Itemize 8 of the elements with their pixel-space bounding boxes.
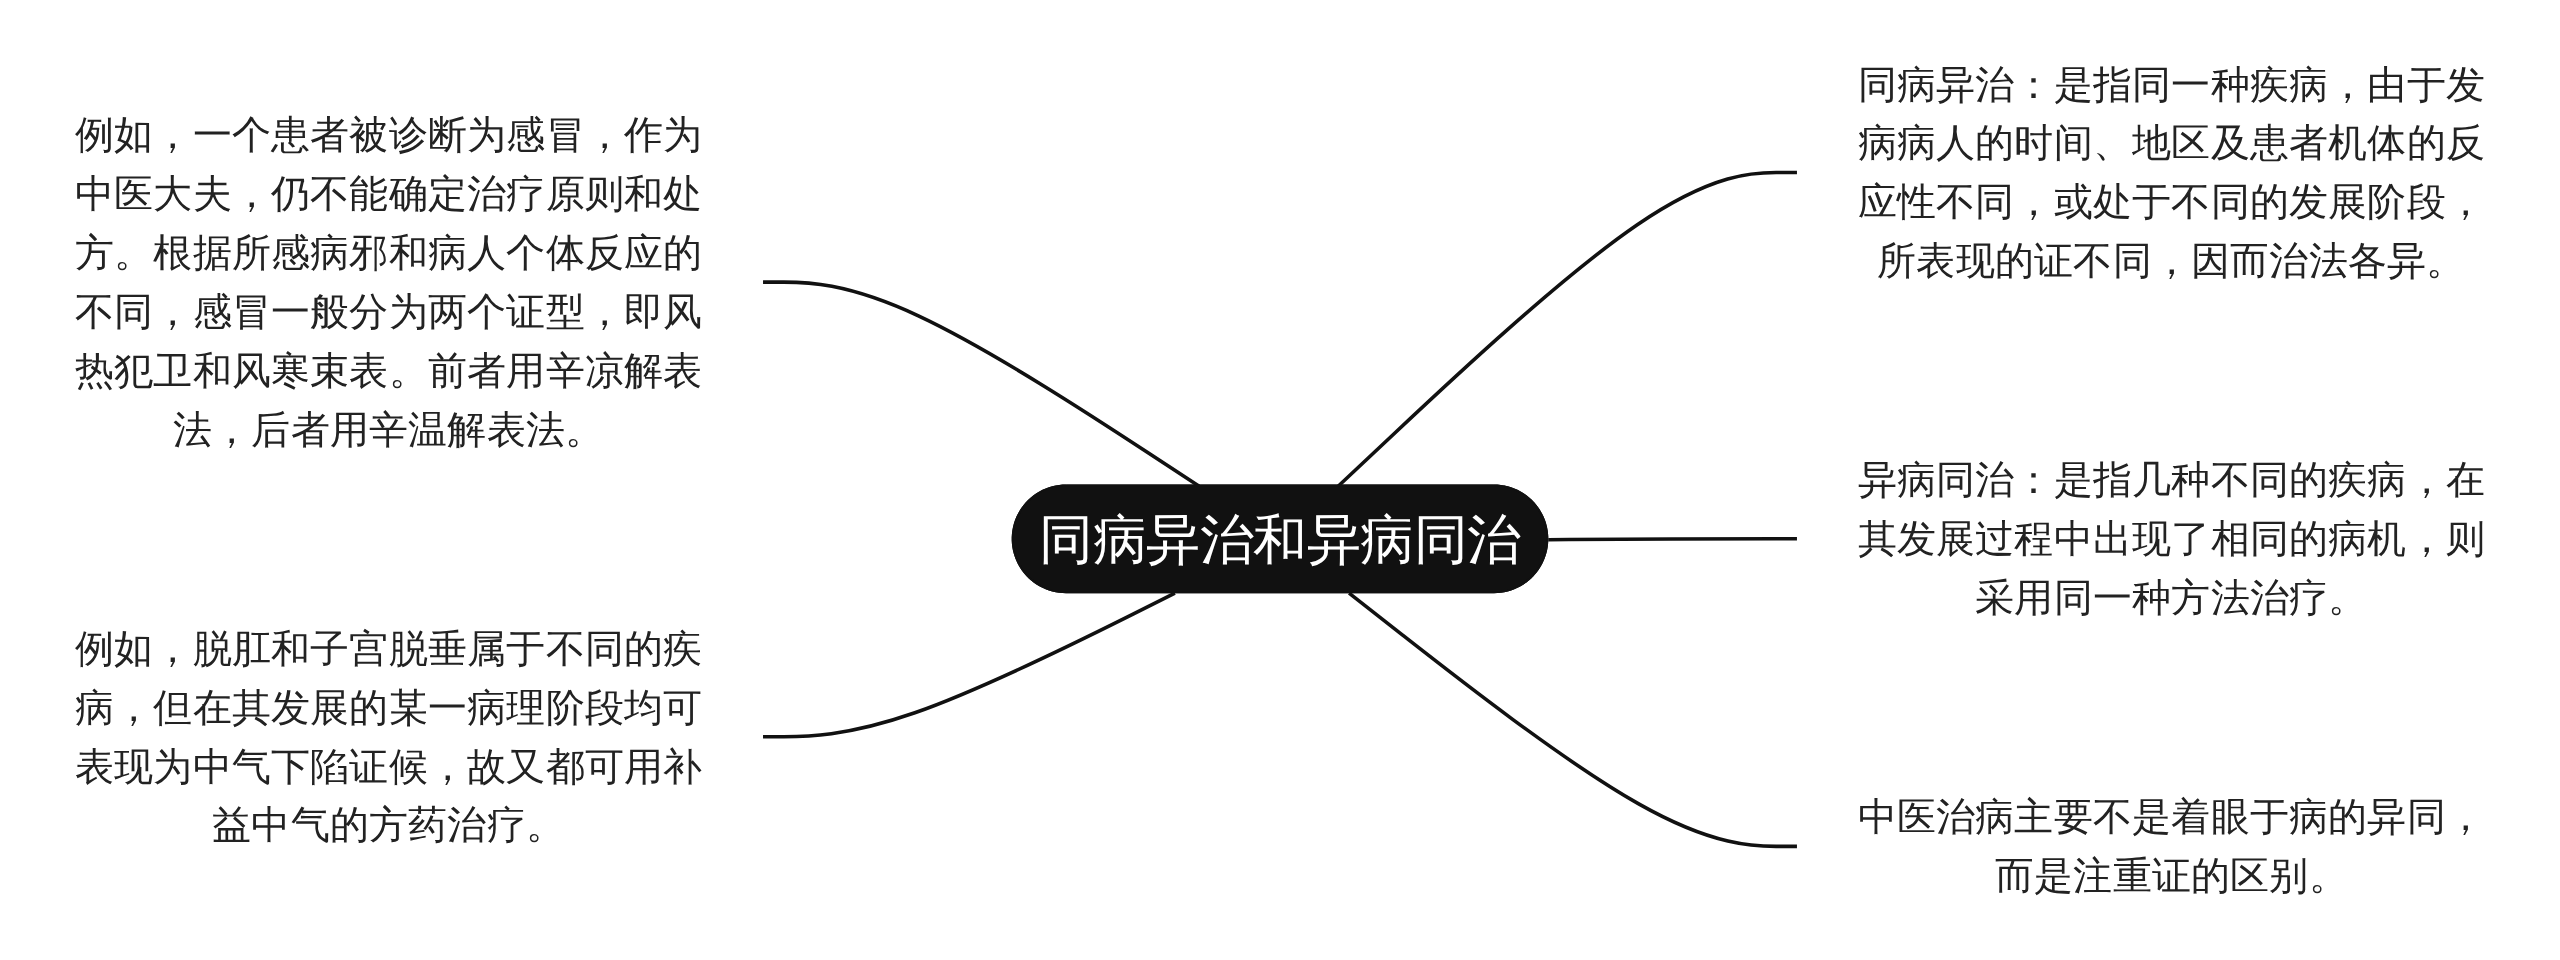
connector [763,591,1176,739]
node-text: 异病同治：是指几种不同的疾病，在其发展过程中出现了相同的病机，则采用同一种方法治疗。 [1857,457,2486,620]
node-text: 例如，脱肛和子宫脱垂属于不同的疾病，但在其发展的某一病理阶段均可表现为中气下陷证候，故又都可用补益中气的方药治疗。 [74,626,703,848]
connector [1548,537,1797,542]
node-text: 同病异治：是指同一种疾病，由于发病病人的时间、地区及患者机体的反应性不同，或处于不同的发展阶段，所表现的证不同，因而治法各异。 [1857,61,2486,283]
connector [1348,591,1797,849]
node-text: 中医治病主要不是着眼于病的异同，而是注重证的区别。 [1857,794,2486,899]
node-text: 例如，一个患者被诊断为感冒，作为中医大夫，仍不能确定治疗原则和处方。根据所感病邪和病人个体反应的不同，感冒一般分为两个证型，即风热犯卫和风寒束表。前者用辛凉解表法，后者用辛温解表法。 [74,112,703,452]
